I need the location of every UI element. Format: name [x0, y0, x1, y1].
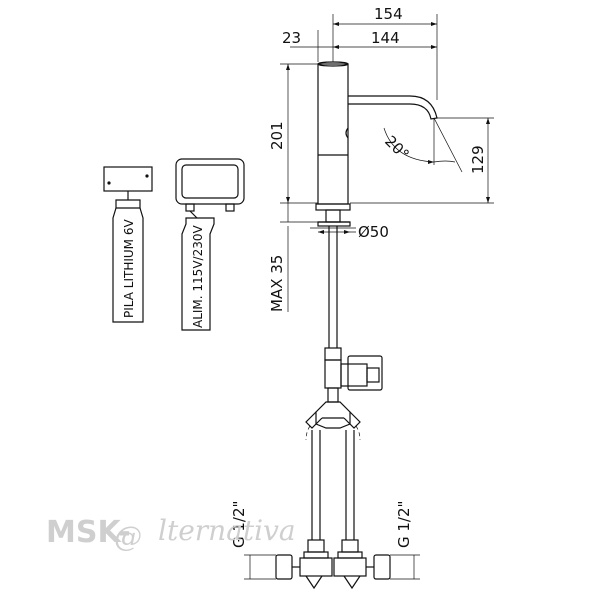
watermark-text-right: lternativa — [158, 514, 296, 547]
power-supply-box — [175, 158, 245, 331]
dim-height: 201 — [268, 121, 286, 150]
mixing-tee — [305, 401, 361, 429]
top-dimension-lines — [290, 14, 438, 100]
dim-offset: 23 — [282, 29, 301, 47]
battery-label: PILA LITHIUM 6V — [122, 219, 136, 318]
flexible-hoses — [305, 425, 361, 540]
thread-dimension-lines — [244, 554, 420, 580]
dim-thread-right: G 1/2" — [395, 501, 413, 548]
dim-diameter: Ø50 — [358, 223, 389, 241]
solenoid-valve — [324, 355, 383, 403]
dim-spout-height: 129 — [469, 145, 487, 174]
faucet-body — [310, 61, 438, 229]
battery-box — [103, 166, 153, 323]
power-label: ALIM. 115V/230V — [191, 225, 205, 328]
dim-overall-width: 154 — [374, 5, 403, 23]
dim-max-thickness: MAX 35 — [268, 255, 286, 312]
stop-valve-left — [275, 539, 333, 590]
watermark: MSK- @ lternativa — [46, 514, 296, 553]
watermark-at-sign: @ — [114, 520, 142, 553]
supply-pipe — [324, 226, 342, 361]
stop-valve-right — [333, 539, 391, 590]
dim-spout-length: 144 — [371, 29, 400, 47]
watermark-text-left: MSK- — [46, 515, 131, 550]
right-dimension-lines — [350, 117, 494, 204]
dim-thread-left: G 1/2" — [230, 501, 248, 548]
dim-angle: 20° — [381, 132, 413, 164]
left-dimension-lines — [280, 63, 318, 312]
